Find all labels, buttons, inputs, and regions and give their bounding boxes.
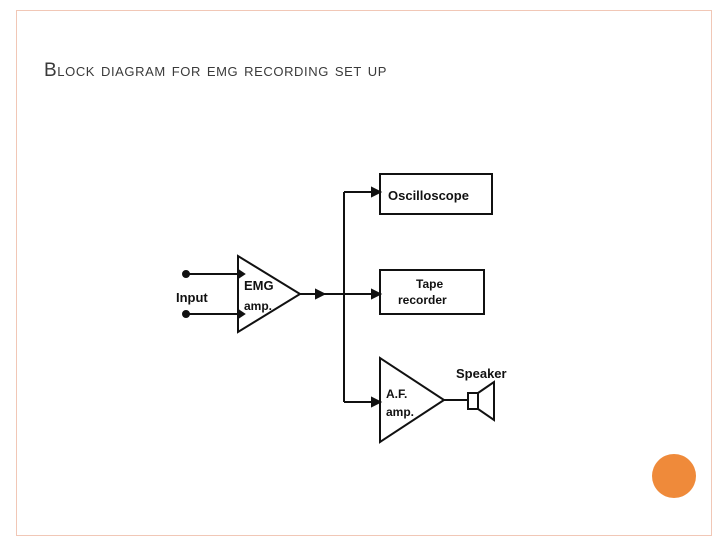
tape-recorder-label-line1: Tape [416,277,443,291]
emg-amp-label-line2: amp. [244,299,272,313]
oscilloscope-label: Oscilloscope [388,188,469,203]
speaker-icon [467,380,495,422]
input-label: Input [176,290,208,305]
tape-recorder-label-line2: recorder [398,293,447,307]
slide-frame [16,10,712,536]
slide-title: Block diagram for emg recording set up [44,60,388,81]
emg-block-diagram: Input EMG amp. Oscilloscope Tape recorde… [176,173,507,444]
af-amp-label-line2: amp. [386,405,414,419]
af-amplifier [379,356,446,444]
accent-circle [652,454,696,498]
af-amp-label-line1: A.F. [386,387,407,401]
emg-amp-label-line1: EMG [244,278,274,293]
speaker-label: Speaker [456,366,507,381]
oscilloscope-block [379,173,493,215]
tape-recorder-block [379,269,485,315]
emg-amplifier [237,254,302,334]
signal-bus [300,186,383,408]
